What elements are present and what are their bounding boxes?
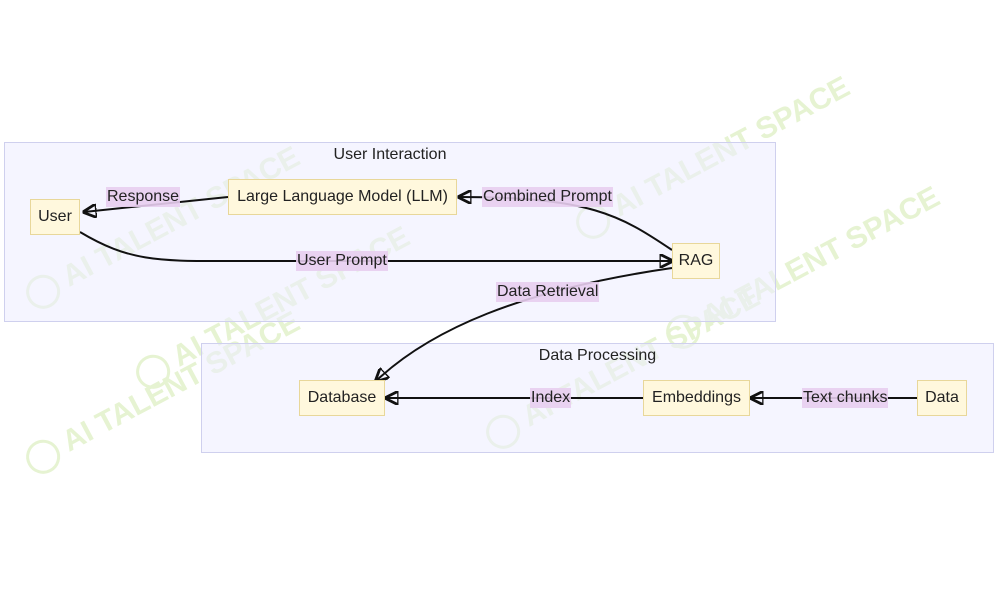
edge-label-index: Index	[530, 388, 572, 408]
node-llm: Large Language Model (LLM)	[228, 179, 457, 215]
edge-label-data-retrieval: Data Retrieval	[496, 282, 600, 302]
edge-data-retrieval	[376, 267, 673, 381]
node-database: Database	[299, 380, 385, 416]
node-user: User	[30, 199, 80, 235]
edge-user-prompt	[79, 231, 672, 261]
node-data: Data	[917, 380, 967, 416]
node-rag: RAG	[672, 243, 720, 279]
cluster-title: Data Processing	[538, 347, 657, 364]
cluster-user-interaction: User Interaction	[4, 142, 776, 322]
edge-label-text-chunks: Text chunks	[802, 388, 889, 408]
edge-label-response: Response	[106, 187, 181, 207]
cluster-title: User Interaction	[333, 146, 447, 163]
node-embeddings: Embeddings	[643, 380, 750, 416]
edge-label-combined-prompt: Combined Prompt	[482, 187, 613, 207]
edge-label-user-prompt: User Prompt	[296, 251, 388, 271]
